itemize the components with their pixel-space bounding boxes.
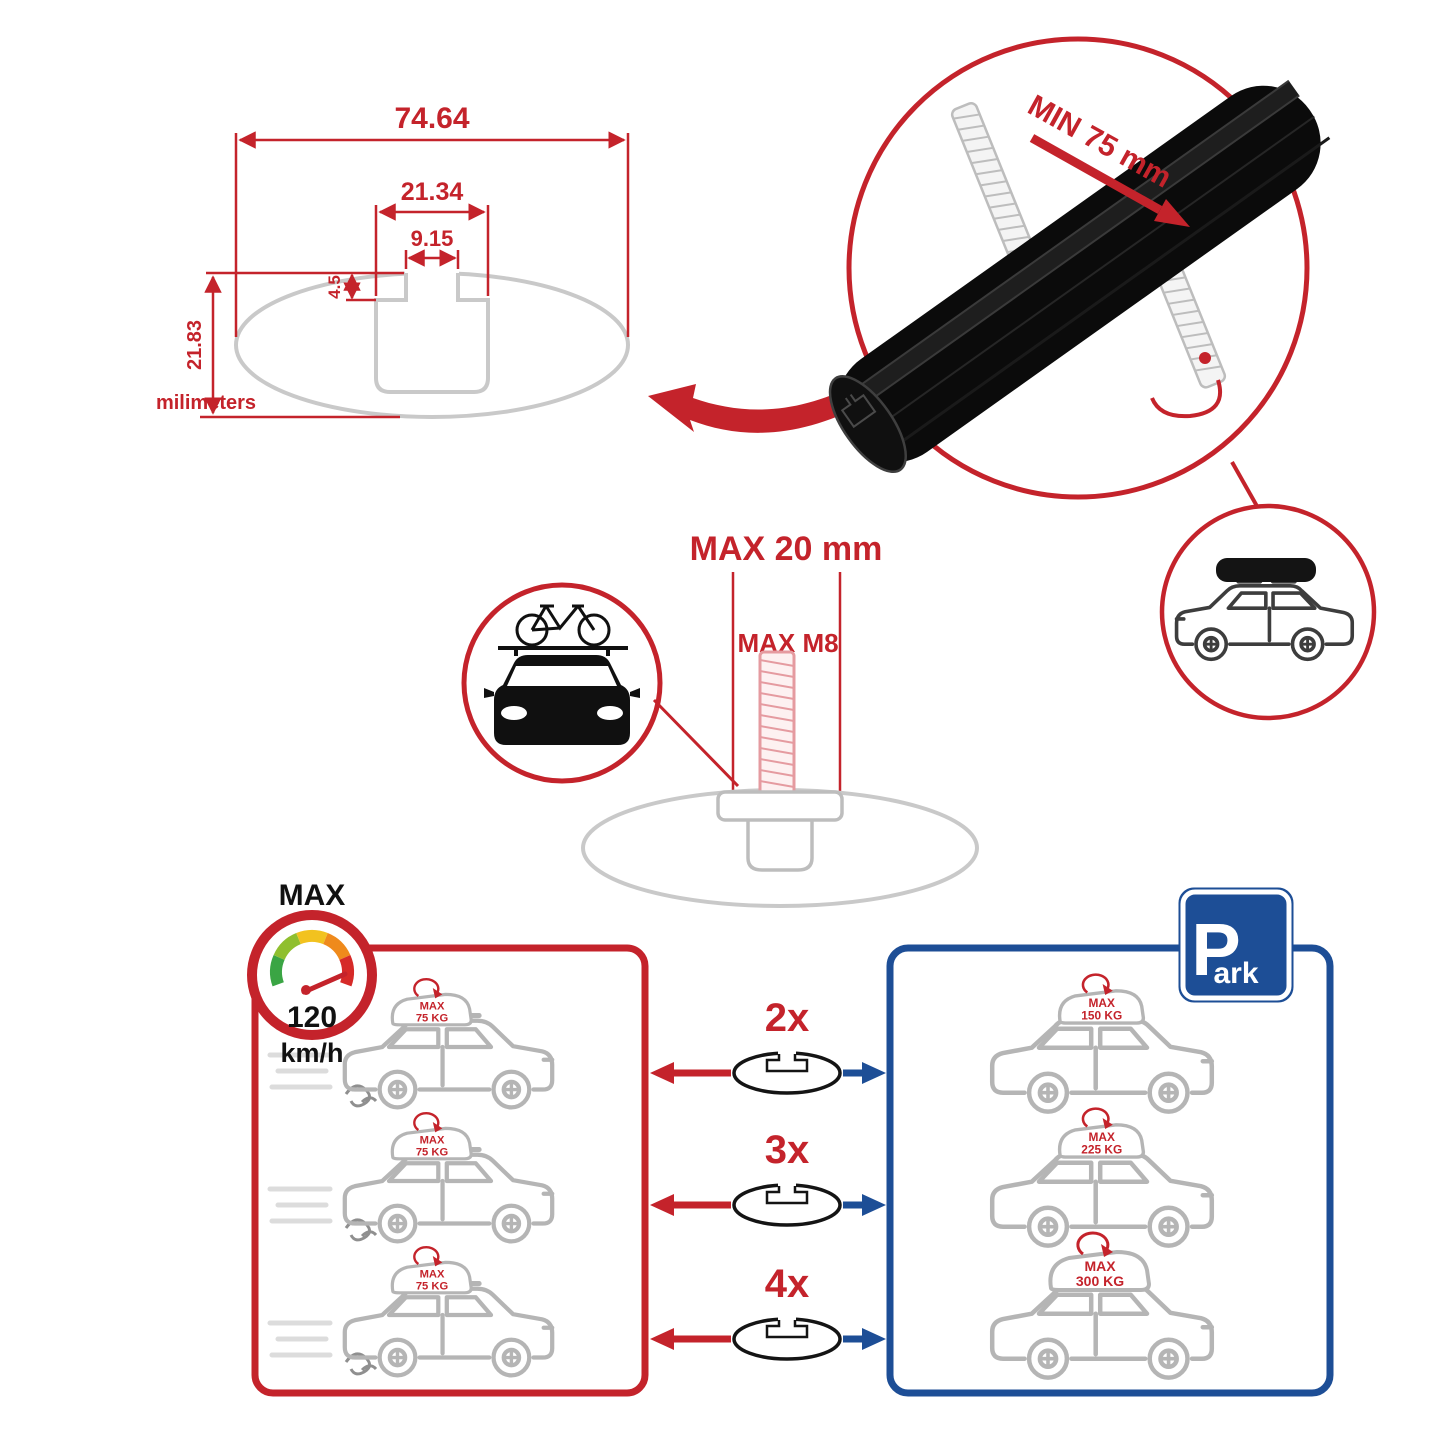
- bolt-detail: MAX 20 mm MAX M8: [581, 530, 979, 908]
- cargo-label-heading: MAX: [420, 1001, 445, 1013]
- dim-slot-width: [404, 249, 460, 269]
- min-grip-arrow: [1029, 134, 1163, 214]
- speed-limit-gauge: MAX: [279, 879, 346, 912]
- cargo-label-heading: MAX: [420, 1269, 445, 1281]
- multiplier-label: 2x: [765, 996, 810, 1040]
- dim-total-width-label: 74.64: [394, 102, 469, 135]
- crossbar: [828, 79, 1331, 474]
- park-sign-ark: ark: [1213, 957, 1258, 990]
- u-bolt-red-bend: [1150, 379, 1222, 419]
- bolt-max-length-label: MAX 20 mm: [690, 530, 883, 568]
- profile-cross-section: [234, 271, 630, 419]
- car-front-icon: [484, 655, 640, 745]
- cargo-label-value: 75 KG: [416, 1147, 449, 1159]
- speed-heading: MAX: [279, 879, 346, 912]
- cargo-label-heading: MAX: [420, 1135, 445, 1147]
- parked-car-2: MAX 225 KG: [992, 1106, 1212, 1246]
- driving-panel-box: [251, 944, 649, 1397]
- parked-car-3: MAX 300 KG: [992, 1230, 1212, 1378]
- u-bolt-red-dot: [1199, 352, 1211, 364]
- crossbar-end-icon: [732, 1179, 842, 1227]
- dim-total-width: [234, 131, 630, 337]
- parking-panel-box: [886, 944, 1334, 1397]
- u-bolt-thread-left: [950, 102, 1040, 273]
- dim-channel-width-label: 21.34: [401, 178, 464, 206]
- bike-car-circle: [461, 582, 740, 788]
- multiplier-label: 3x: [765, 1128, 810, 1172]
- driving-car-1: MAX 75 KG: [267, 977, 552, 1107]
- crossbar-end-cap: [828, 375, 908, 474]
- bolt-stud: [758, 650, 796, 796]
- detail-connector-line: [1230, 461, 1260, 509]
- speed-unit: km/h: [280, 1038, 343, 1068]
- speed-value: 120: [287, 1001, 337, 1034]
- cargo-label-heading: MAX: [1084, 1258, 1116, 1274]
- dim-channel-width: [374, 203, 490, 296]
- profile-dimension-drawing: 74.64 21.34 9.15 4.5 21.83 mili: [156, 102, 864, 433]
- dim-slot-depth-label: 4.5: [325, 275, 344, 299]
- cargo-label-value: 225 KG: [1081, 1143, 1122, 1157]
- driving-car-3: MAX 75 KG: [267, 1245, 552, 1375]
- crossbar-detail-circle: MIN 75 mm: [828, 36, 1331, 500]
- driving-car-2: MAX 75 KG: [267, 1111, 552, 1241]
- crossbar-end-icon: [732, 1047, 842, 1095]
- dim-profile-height-label: 21.83: [184, 320, 206, 370]
- speedometer: 120: [247, 910, 377, 1040]
- crossbar-end-icon: [732, 1313, 842, 1361]
- multiplier-row-1: 2x: [650, 996, 886, 1095]
- cargo-label-heading: MAX: [1089, 996, 1115, 1010]
- roof-box: [1216, 558, 1316, 582]
- dim-slot-width-label: 9.15: [411, 226, 454, 251]
- cargo-label-value: 75 KG: [416, 1281, 449, 1293]
- multiplier-row-2: 3x: [650, 1128, 886, 1227]
- parked-car-1: MAX 150 KG: [992, 972, 1212, 1112]
- park-sign: P ark: [1178, 887, 1294, 1003]
- cargo-label-value: 75 KG: [416, 1013, 449, 1025]
- multiplier-row-3: 4x: [650, 1262, 886, 1361]
- park-sign-p: P: [1191, 908, 1240, 991]
- zoom-arrow: [648, 384, 864, 433]
- bike-icon: [515, 604, 611, 647]
- cargo-label-value: 300 KG: [1076, 1273, 1124, 1289]
- units-label: milimeters: [156, 392, 256, 414]
- cargo-label-value: 150 KG: [1081, 1009, 1122, 1023]
- bike-circle-leader: [652, 698, 740, 788]
- dim-slot-depth: [343, 271, 404, 302]
- roofbox-car-circle: [1159, 503, 1377, 721]
- dim-profile-height: [200, 271, 400, 419]
- cargo-label-heading: MAX: [1089, 1130, 1115, 1144]
- t-slot-nut: [716, 790, 844, 872]
- multiplier-label: 4x: [765, 1262, 810, 1306]
- profile-t-slot: [374, 273, 490, 394]
